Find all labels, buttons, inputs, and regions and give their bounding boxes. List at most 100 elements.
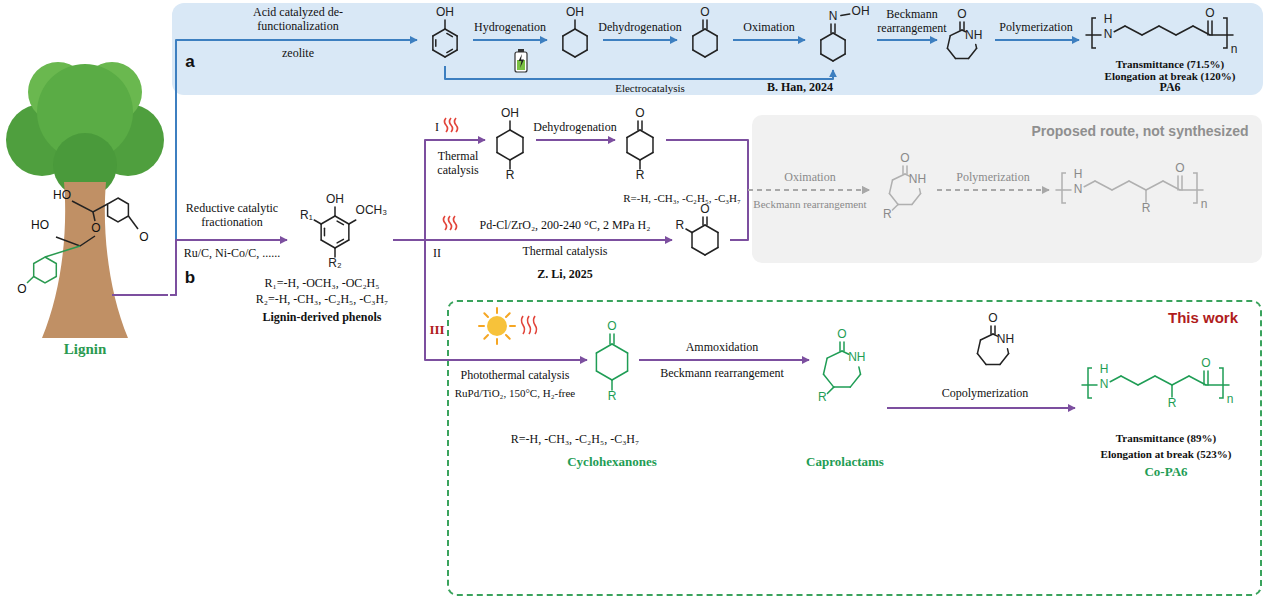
atom-label: H — [1074, 168, 1083, 182]
connector — [445, 66, 833, 79]
bond — [706, 217, 708, 225]
bond — [1145, 190, 1147, 202]
bond — [986, 364, 1000, 366]
bond — [447, 33, 453, 36]
bond — [844, 40, 846, 54]
bond — [980, 334, 993, 340]
connector-line — [937, 189, 1049, 191]
node-label: O — [17, 283, 26, 297]
connector-line — [473, 39, 547, 41]
bond — [702, 217, 704, 225]
bond — [432, 36, 434, 50]
bond — [627, 353, 629, 371]
bond — [1142, 26, 1159, 35]
node-label: Lignin — [64, 341, 107, 358]
bond — [959, 22, 961, 30]
bond — [692, 225, 705, 233]
bond — [586, 36, 588, 50]
step-label: Dehydrogenation — [533, 121, 616, 135]
atom-label: N — [1104, 28, 1113, 42]
atom-label: O — [988, 312, 997, 326]
bond — [889, 194, 898, 205]
note: b — [185, 268, 195, 288]
bond — [830, 24, 832, 33]
bond — [820, 40, 822, 54]
bond — [613, 334, 615, 344]
heat-icon — [522, 316, 537, 334]
tree-canopy — [6, 62, 164, 197]
heat-icon — [444, 216, 457, 230]
note: Transmittance (89%) — [1116, 432, 1216, 445]
bond — [839, 342, 841, 351]
bond — [596, 344, 612, 353]
bond — [321, 240, 335, 248]
atom-label: OH — [852, 5, 870, 19]
bond — [640, 130, 653, 138]
bond — [348, 224, 350, 240]
bond — [445, 50, 457, 57]
bond — [321, 216, 335, 224]
atom-label: R — [506, 169, 515, 183]
bond — [898, 204, 912, 206]
atom-label: H — [1100, 363, 1109, 377]
bond — [706, 20, 708, 29]
atom-label: OH — [326, 193, 344, 207]
atom-label: OH — [566, 6, 584, 20]
bond — [444, 20, 446, 29]
bond — [496, 138, 498, 153]
bond — [641, 121, 643, 130]
molecule-structure: OHOCH₃R₁R₂ — [290, 185, 390, 273]
atom-label: O — [607, 320, 616, 334]
ray — [496, 308, 498, 313]
connector-line — [445, 66, 833, 79]
note: Transmittance (71.5%) — [1116, 58, 1225, 71]
step-label: Acid catalyzed de-functionalization — [238, 6, 358, 34]
bond — [705, 29, 717, 36]
connector-line — [536, 139, 615, 141]
bond — [652, 138, 654, 153]
atom-label: NH — [997, 333, 1014, 347]
bond — [693, 29, 705, 36]
atom-label: R₂ — [328, 257, 341, 271]
heat-wave — [522, 316, 525, 334]
bond — [45, 246, 80, 257]
bond — [596, 353, 598, 371]
molecule-structure: OR — [675, 200, 727, 262]
molecule-structure: HNORn — [1052, 150, 1232, 238]
molecule-structure: ONH — [940, 5, 992, 63]
bond — [906, 166, 908, 174]
bond — [692, 248, 705, 256]
note: B. Han, 2024 — [767, 81, 833, 95]
bond — [1086, 34, 1101, 36]
bond — [456, 36, 458, 50]
atom-label: O — [635, 107, 644, 121]
molecule-structure: OH — [420, 5, 470, 63]
bond — [821, 33, 833, 40]
atom-label: R — [676, 219, 685, 233]
note: Elongation at break (523%) — [1101, 448, 1232, 461]
bond — [596, 371, 612, 380]
bond — [850, 374, 860, 387]
bond — [433, 50, 445, 57]
bond — [859, 367, 861, 374]
bond — [349, 220, 356, 224]
note: PA6 — [1159, 81, 1180, 95]
bracket — [1193, 173, 1197, 203]
bond — [56, 236, 95, 246]
bond — [1129, 181, 1146, 190]
note: Caprolactams — [806, 455, 884, 470]
atom-label: O — [900, 152, 909, 166]
bond — [1180, 189, 1203, 191]
ray — [484, 335, 488, 339]
atom-label: OH — [436, 6, 454, 20]
bond — [320, 224, 322, 240]
atom-label: O — [837, 328, 846, 342]
heat-wave — [445, 118, 448, 132]
connector-line — [170, 40, 417, 295]
bond — [947, 48, 955, 58]
ring — [34, 257, 57, 283]
bond — [823, 374, 833, 387]
molecule-structure: OR — [618, 100, 663, 188]
bond — [563, 29, 575, 36]
connector — [666, 140, 869, 190]
